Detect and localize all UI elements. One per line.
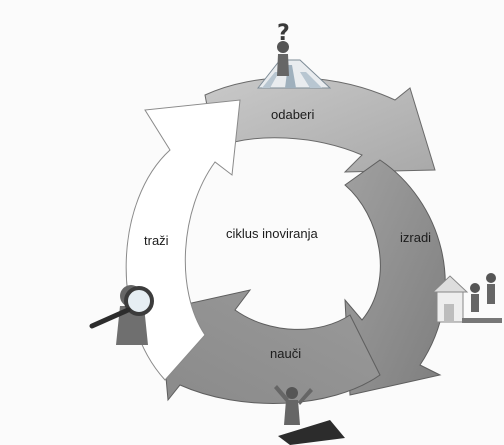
magnifying-glass-figure-icon (89, 285, 154, 345)
arrow-izradi (344, 159, 446, 396)
stage-label-odaberi: odaberi (271, 107, 315, 122)
question-fork-road-icon: ? (256, 21, 332, 89)
building-team-icon (431, 273, 502, 323)
arrow-nauci (159, 289, 381, 404)
stage-label-trazi: traži (144, 233, 169, 248)
stage-label-nauci: nauči (270, 346, 302, 361)
svg-text:?: ? (277, 21, 290, 46)
center-label: ciklus inoviranja (226, 226, 318, 241)
arrow-odaberi (204, 77, 436, 173)
celebrating-figure-icon (274, 385, 345, 445)
stage-label-izradi: izradi (400, 230, 432, 245)
